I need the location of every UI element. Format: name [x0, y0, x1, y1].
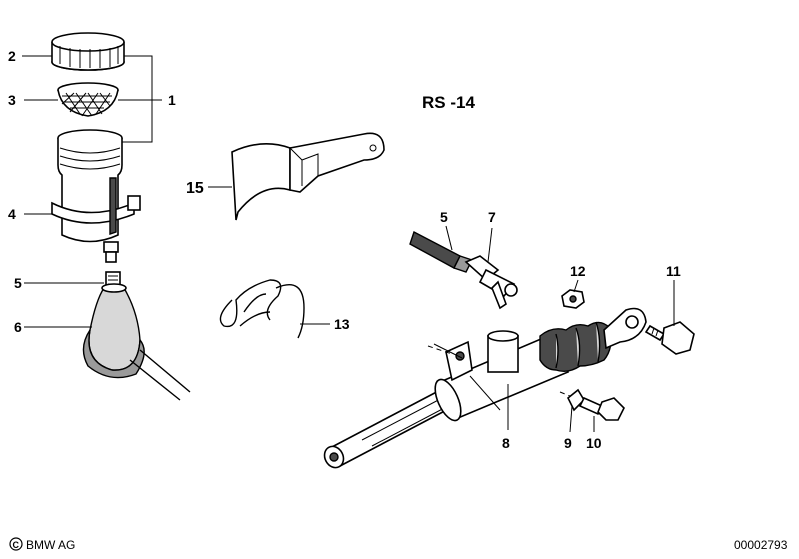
slave-cylinder — [323, 307, 647, 469]
part-label-6: 6 — [14, 319, 22, 335]
part-label-13: 13 — [334, 316, 350, 332]
part-label-1: 1 — [168, 92, 176, 108]
part-label-11: 11 — [666, 263, 681, 279]
part-label-2: 2 — [8, 48, 16, 64]
copyright-text: BMW AG — [26, 538, 75, 552]
spring-clip — [219, 279, 305, 339]
bracket — [231, 132, 385, 221]
reservoir-body — [51, 129, 141, 263]
part-label-9: 9 — [564, 435, 572, 451]
hex-nut — [561, 289, 585, 309]
copyright-c-glyph: C — [13, 540, 20, 550]
hose-fitting — [464, 255, 518, 310]
part-label-15: 15 — [186, 180, 204, 197]
part-label-10: 10 — [586, 435, 602, 451]
part-label-3: 3 — [8, 92, 16, 108]
part-label-12: 12 — [570, 263, 586, 279]
hex-bolt — [644, 321, 695, 355]
reservoir-cap — [51, 32, 125, 71]
part-label-8: 8 — [502, 435, 510, 451]
diagram-code: RS -14 — [422, 93, 475, 112]
copyright: C BMW AG — [9, 537, 75, 552]
leader-lines — [22, 55, 675, 433]
part-label-7: 7 — [488, 209, 496, 225]
clutch-hose — [409, 230, 473, 273]
copyright-icon — [9, 537, 23, 551]
part-label-5-right: 5 — [440, 209, 448, 225]
part-label-5-left: 5 — [14, 275, 22, 291]
rubber-grommet-with-hose — [82, 283, 191, 401]
part-number-labels: 2 3 1 4 5 6 15 13 5 7 12 11 8 9 10 — [8, 48, 681, 451]
bolt-small — [578, 396, 625, 421]
reservoir-strainer — [57, 82, 119, 117]
image-number: 00002793 — [734, 538, 788, 552]
part-label-4: 4 — [8, 206, 16, 222]
